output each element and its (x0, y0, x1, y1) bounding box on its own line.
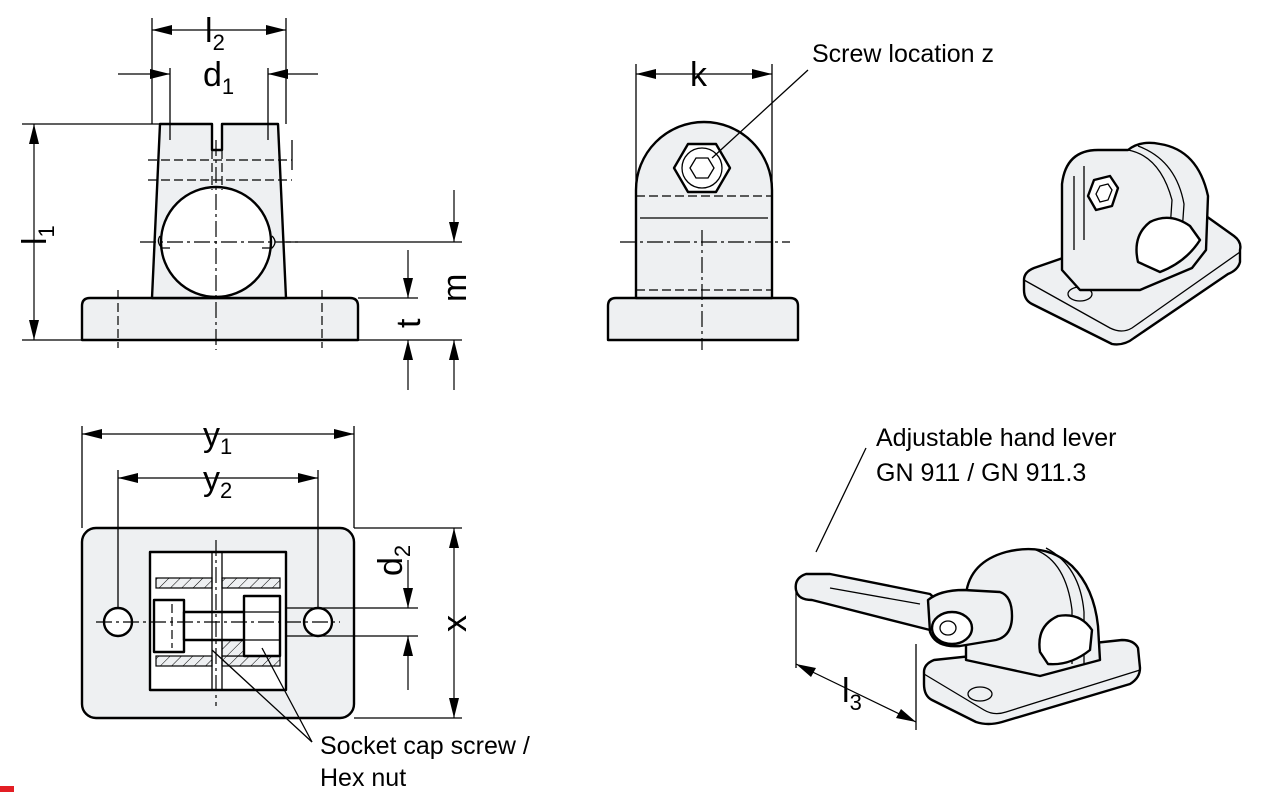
dim-label-m: m (436, 274, 474, 302)
isometric-view-with-lever (794, 447, 1142, 730)
socket-screw-label-line2: Hex nut (320, 764, 406, 792)
side-view (606, 64, 809, 350)
dim-label-d1: d1 (203, 56, 234, 99)
hand-lever-label-line1: Adjustable hand lever (876, 424, 1116, 452)
dim-label-t: t (390, 318, 428, 328)
dim-label-k: k (690, 56, 708, 94)
dim-label-l1: l1 (16, 225, 59, 245)
top-view (80, 426, 462, 743)
hand-lever-label-line2: GN 911 / GN 911.3 (876, 459, 1086, 487)
red-corner-mark (0, 786, 14, 792)
dim-label-y2: y2 (203, 460, 232, 503)
front-view (22, 18, 462, 390)
dim-label-d2: d2 (372, 545, 415, 576)
dim-label-l2: l2 (205, 12, 225, 55)
isometric-view (1022, 141, 1242, 346)
dim-label-y1: y1 (203, 416, 232, 459)
socket-screw-label-line1: Socket cap screw / (320, 732, 530, 760)
screw-location-label: Screw location z (812, 40, 994, 68)
dim-label-x: x (436, 615, 474, 632)
dim-label-l3: l3 (842, 672, 862, 715)
